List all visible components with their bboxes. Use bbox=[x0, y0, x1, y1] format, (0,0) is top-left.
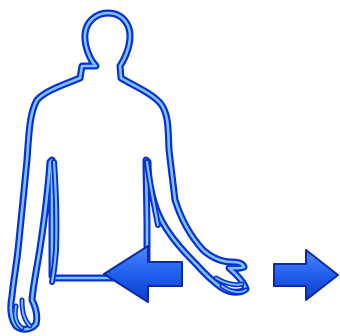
arrow-left-icon bbox=[104, 246, 182, 302]
arrow-right-icon bbox=[274, 250, 338, 300]
